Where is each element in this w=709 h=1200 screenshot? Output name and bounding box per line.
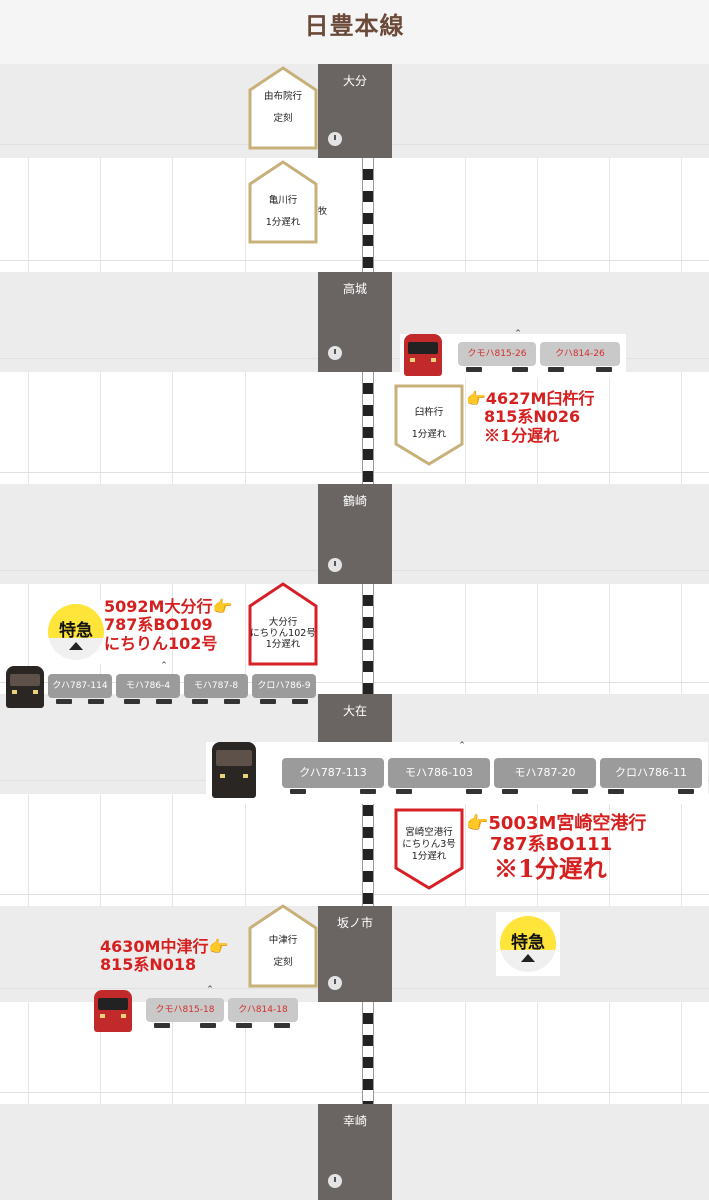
sign-status: 1分遅れ [411, 851, 447, 862]
train-sign-oita-nichirin102[interactable]: 大分行 にちりん102号 1分遅れ [248, 582, 318, 674]
sign-destination: 宮崎空港行 [405, 827, 453, 838]
train-sign-nakatsu[interactable]: 中津行 定刻 [248, 904, 318, 996]
train-front-icon [404, 334, 442, 376]
cut-off-station-label: 牧 [318, 207, 328, 217]
station-name: 幸崎 [342, 1114, 367, 1128]
pantograph-icon: ⌃ [206, 985, 214, 995]
train-car: クモハ815-18 [146, 998, 224, 1028]
sign-status: 1分遅れ [265, 639, 301, 650]
track-segment [362, 1002, 374, 1104]
station-takajo[interactable]: 高城 [318, 272, 392, 372]
sign-train-name: にちりん102号 [250, 628, 316, 639]
clock-icon [328, 976, 342, 990]
sign-train-name: にちりん3号 [402, 839, 456, 850]
annotation-5092m: 5092M大分行👉 787系BO109 にちりん102号 [104, 597, 233, 653]
grid-line [0, 682, 709, 683]
grid-line [0, 1092, 709, 1093]
station-name: 坂ノ市 [336, 916, 373, 930]
train-4627m[interactable]: ⌃ クモハ815-26 クハ814-26 [400, 330, 626, 378]
train-4630m[interactable]: ⌃ クモハ815-18 クハ814-18 [90, 986, 302, 1034]
train-car: モハ786-103 [388, 758, 490, 794]
up-arrow-icon [521, 954, 535, 962]
grid-line [465, 64, 466, 1200]
clock-icon [328, 346, 342, 360]
train-5092m[interactable]: ⌃ クハ787-114 モハ786-4 モハ787-8 クロハ786-9 [2, 662, 320, 710]
station-tsurusaki[interactable]: 鶴崎 [318, 484, 392, 584]
up-arrow-icon [69, 642, 83, 650]
annotation-5003m: 👉5003M宮崎空港行 787系BO111 ※1分遅れ [466, 813, 647, 884]
header-bar: 日豊本線 [0, 0, 709, 64]
train-car: クモハ815-26 [458, 342, 536, 372]
train-car: クロハ786-11 [600, 758, 702, 794]
track-segment [362, 584, 374, 694]
sign-destination: 亀川行 [268, 195, 298, 206]
train-sign-kamegawa[interactable]: 亀川行 1分遅れ [248, 160, 318, 252]
train-car: クハ814-26 [540, 342, 620, 372]
train-front-icon [6, 666, 44, 708]
train-front-icon [94, 990, 132, 1032]
train-car: モハ786-4 [116, 674, 180, 704]
train-front-icon [212, 742, 256, 798]
clock-icon [328, 132, 342, 146]
grid-line [0, 260, 709, 261]
train-sign-yufuin[interactable]: 由布院行 定刻 [248, 66, 318, 158]
annotation-4630m: 4630M中津行👉 815系N018 [100, 937, 229, 975]
grid-line [0, 472, 709, 473]
train-car: クハ787-113 [282, 758, 384, 794]
sign-status: 1分遅れ [411, 429, 447, 440]
grid-line [537, 64, 538, 1200]
track-segment [362, 794, 374, 906]
sign-status: 定刻 [273, 113, 293, 124]
pantograph-icon: ⌃ [514, 329, 522, 339]
grid-line [172, 64, 173, 1200]
train-car: クハ814-18 [228, 998, 298, 1028]
train-sign-usuki[interactable]: 臼杵行 1分遅れ [394, 384, 464, 476]
sign-destination: 中津行 [268, 935, 298, 946]
station-name: 大在 [342, 704, 367, 718]
track-segment [362, 158, 374, 272]
clock-icon [328, 1174, 342, 1188]
train-car: モハ787-20 [494, 758, 596, 794]
clock-icon [328, 558, 342, 572]
track-segment [362, 372, 374, 484]
train-5003m[interactable]: ⌃ クハ787-113 モハ786-103 モハ787-20 クロハ786-11 [206, 742, 708, 804]
train-car: モハ787-8 [184, 674, 248, 704]
station-kozaki[interactable]: 幸崎 [318, 1104, 392, 1200]
sign-status: 定刻 [273, 957, 293, 968]
page-title: 日豊本線 [304, 12, 405, 40]
grid-line [0, 894, 709, 895]
grid-line [245, 64, 246, 1200]
station-name: 大分 [342, 74, 367, 88]
pantograph-icon: ⌃ [160, 661, 168, 671]
station-sakanoichi[interactable]: 坂ノ市 [318, 906, 392, 1002]
sign-status: 1分遅れ [265, 217, 301, 228]
station-name: 高城 [342, 282, 367, 296]
sign-destination: 臼杵行 [414, 407, 444, 418]
limited-express-badge: 特急 [496, 912, 560, 976]
pantograph-icon: ⌃ [458, 741, 466, 751]
limited-express-badge: 特急 [44, 600, 108, 664]
sign-destination: 由布院行 [263, 91, 302, 102]
train-car: クロハ786-9 [252, 674, 316, 704]
sign-destination: 大分行 [268, 617, 298, 628]
train-car: クハ787-114 [48, 674, 112, 704]
station-name: 鶴崎 [342, 494, 367, 508]
train-sign-miyazakikuko-nichirin3[interactable]: 宮崎空港行 にちりん3号 1分遅れ [394, 808, 464, 900]
grid-line [609, 64, 610, 1200]
grid-line [681, 64, 682, 1200]
grid-line [28, 64, 29, 1200]
station-oita[interactable]: 大分 [318, 64, 392, 158]
annotation-4627m: 👉4627M臼杵行 815系N026 ※1分遅れ [466, 389, 595, 445]
